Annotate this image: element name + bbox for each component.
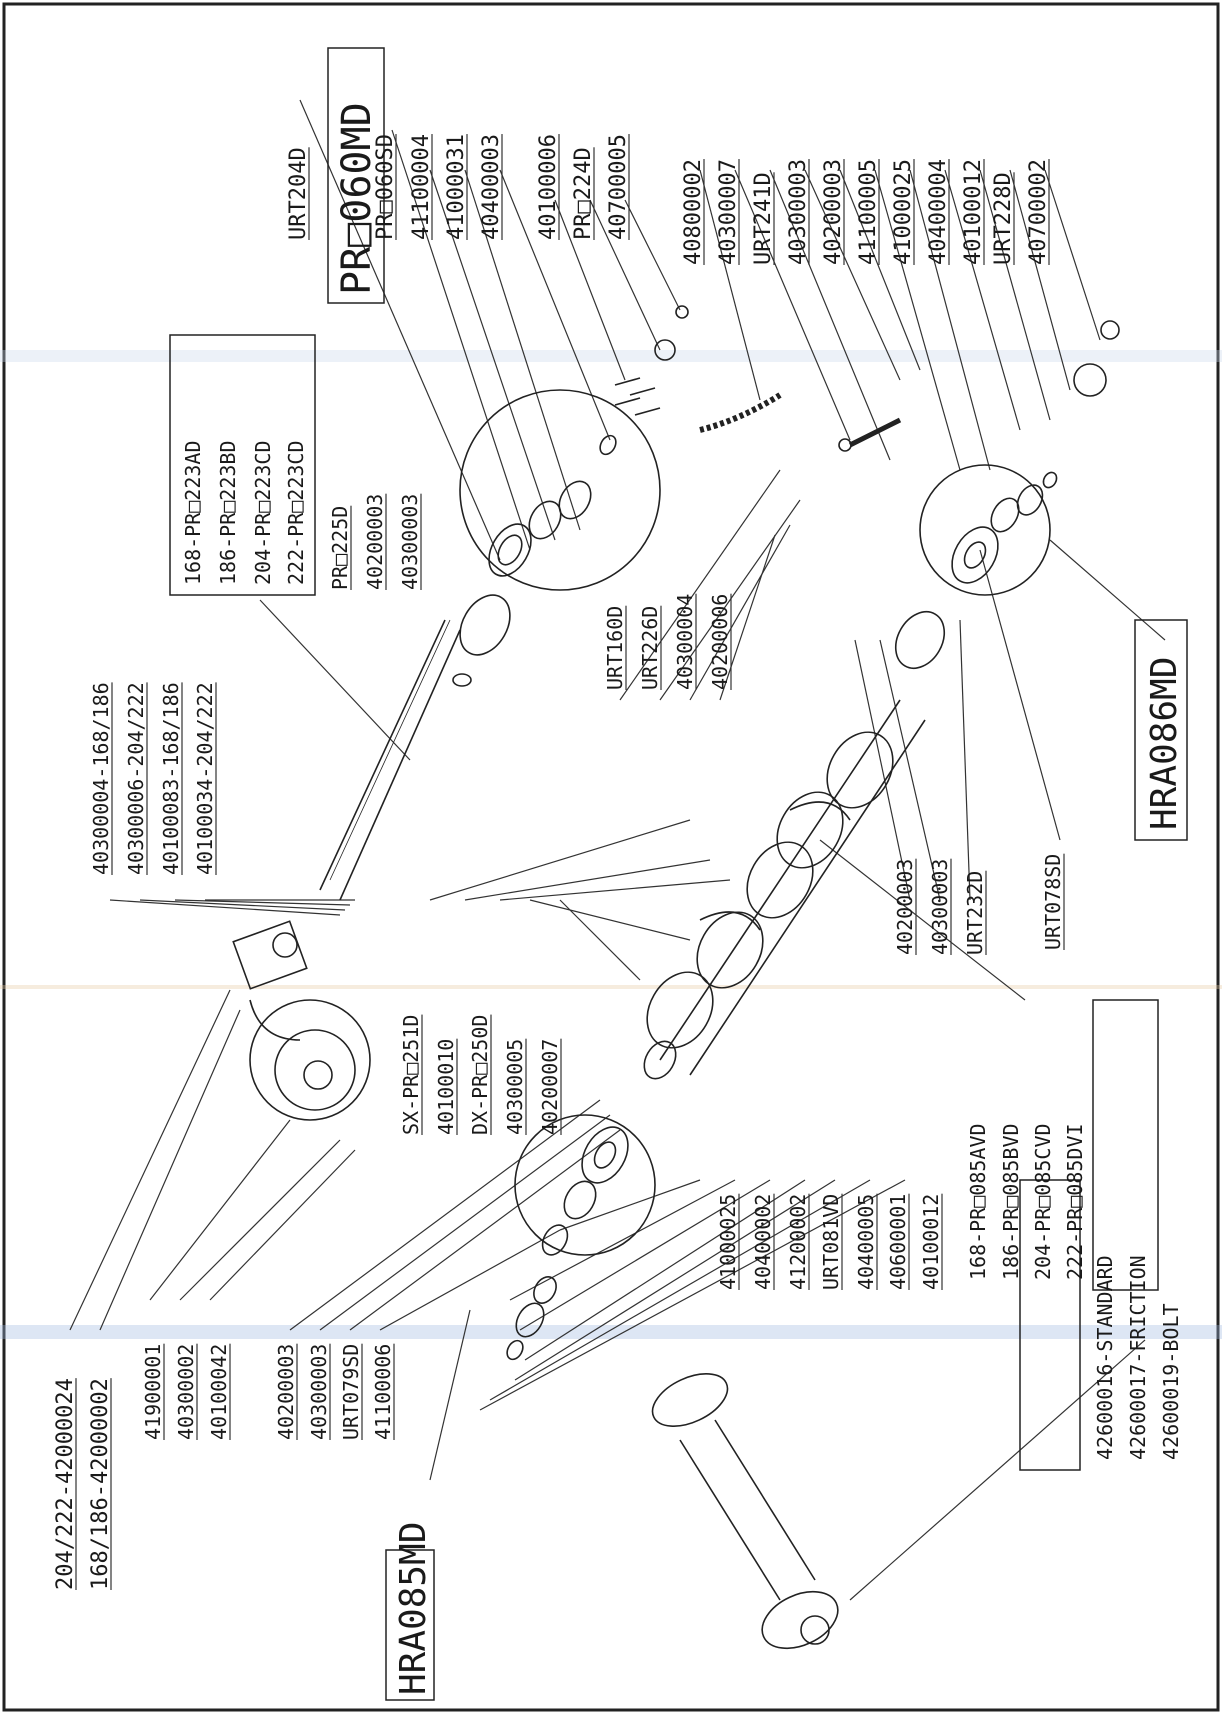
part-label-p40300003-l: 40300003 — [307, 1344, 331, 1440]
part-label-p40100010: 40100010 — [434, 1039, 458, 1135]
part-label-pr223-2: 186-PR□223BD — [216, 441, 240, 586]
detail-circle — [514, 1114, 656, 1256]
part-label-pr060md: PR□060MD — [334, 102, 380, 295]
part-label-p40600001: 40600001 — [886, 1194, 910, 1290]
part-label-pr224d: PR□224D — [571, 147, 596, 240]
scan-streak — [0, 350, 1222, 362]
part-label-p41100004: 41100004 — [409, 134, 434, 240]
part-label-pr225d: PR□225D — [328, 506, 352, 590]
part-label-urt081vd: URT081VD — [819, 1194, 843, 1290]
part-label-p40700005: 40700005 — [606, 134, 631, 240]
part-label-gb-2: 168/186-42000002 — [88, 1378, 113, 1590]
part-label-pr085-2: 186-PR□085BVD — [999, 1123, 1023, 1280]
part-label-p40300007: 40300007 — [716, 159, 741, 265]
part-label-p40100012-r: 40100012 — [961, 159, 986, 265]
part-label-p40300003-r: 40300003 — [786, 159, 811, 265]
part-label-p40300004: 40300004 — [673, 594, 697, 690]
part-label-p40100006: 40100006 — [536, 134, 561, 240]
part-label-p40700002: 40700002 — [1026, 159, 1051, 265]
part-label-p40400005: 40400005 — [854, 1194, 878, 1290]
part-label-shaft-1: 40300004-168/186 — [89, 682, 113, 875]
part-label-urt160d: URT160D — [603, 606, 627, 690]
part-label-shaft-3: 40100083-168/186 — [159, 682, 183, 875]
part-label-p40400003-top: 40400003 — [479, 134, 504, 240]
part-label-p40200003-s: 40200003 — [363, 494, 387, 590]
part-label-urt079sd: URT079SD — [339, 1344, 363, 1440]
part-label-p40400004: 40400004 — [926, 159, 951, 265]
label-frames — [169, 47, 1188, 1701]
part-label-p41000025-l: 41000025 — [716, 1194, 740, 1290]
part-drawings — [232, 305, 1120, 1650]
part-label-p40800002: 40800002 — [681, 159, 706, 265]
part-label-p41200002: 41200002 — [786, 1194, 810, 1290]
part-label-p40300005: 40300005 — [503, 1039, 527, 1135]
detail-circle — [459, 389, 661, 591]
part-label-shaft-2: 40300006-204/222 — [124, 682, 148, 875]
part-label-p40200007: 40200007 — [538, 1039, 562, 1135]
part-label-p41000031: 41000031 — [444, 134, 469, 240]
part-label-p41100005: 41100005 — [856, 159, 881, 265]
part-label-urt078sd: URT078SD — [1041, 854, 1065, 950]
part-label-pr085-3: 204-PR□085CVD — [1031, 1123, 1055, 1280]
part-label-p40200003-r: 40200003 — [821, 159, 846, 265]
part-label-pto-3: 42600019-BOLT — [1159, 1303, 1183, 1460]
part-label-p41100006: 41100006 — [371, 1344, 395, 1440]
part-label-gb-1: 204/222-42000024 — [53, 1378, 78, 1590]
part-labels: PR□060MD URT204D PR□060SD 41100004 41000031 4… — [53, 102, 1185, 1695]
leader-lines — [69, 99, 1166, 1601]
part-label-shaft-4: 40100034-204/222 — [193, 682, 217, 875]
part-label-p40300003-b: 40300003 — [928, 859, 952, 955]
part-label-urt232d: URT232D — [963, 871, 987, 955]
part-label-urt226d: URT226D — [638, 606, 662, 690]
part-label-p41900001: 41900001 — [141, 1344, 165, 1440]
part-label-pr060sd: PR□060SD — [373, 134, 398, 240]
part-label-p40200003-b: 40200003 — [893, 859, 917, 955]
part-label-pto-2: 42600017-FRICTION — [1126, 1255, 1150, 1460]
part-label-pr085-1: 168-PR□085AVD — [966, 1123, 990, 1280]
part-label-pr223-1: 168-PR□223AD — [181, 441, 205, 586]
part-label-p41000025-r: 41000025 — [891, 159, 916, 265]
part-label-p40100042: 40100042 — [207, 1344, 231, 1440]
part-label-urt228d: URT228D — [991, 172, 1016, 265]
part-label-urt241d: URT241D — [751, 172, 776, 265]
detail-circle — [919, 464, 1051, 596]
part-label-p40200003-l: 40200003 — [274, 1344, 298, 1440]
part-label-p40300003-s: 40300003 — [398, 494, 422, 590]
part-label-pr223-3: 204-PR□223CD — [251, 441, 275, 586]
part-label-p40100012-l: 40100012 — [919, 1194, 943, 1290]
part-label-p40400002: 40400002 — [751, 1194, 775, 1290]
part-label-sx251d: SX-PR□251D — [399, 1015, 423, 1135]
part-label-pr223-4: 222-PR□223CD — [284, 441, 308, 586]
part-label-pr085-4: 222-PR□085DVI — [1063, 1123, 1087, 1280]
part-label-urt204d: URT204D — [286, 147, 311, 240]
part-label-p40200006: 40200006 — [708, 594, 732, 690]
part-label-p40300002: 40300002 — [174, 1344, 198, 1440]
part-label-hra086md: HRA086MD — [1144, 657, 1185, 830]
scan-streak — [0, 1325, 1222, 1339]
scan-streak — [0, 985, 1222, 989]
part-label-hra085md: HRA085MD — [393, 1522, 434, 1695]
part-label-pto-1: 42600016-STANDARD — [1093, 1255, 1117, 1460]
part-label-dx250d: DX-PR□250D — [468, 1015, 492, 1135]
